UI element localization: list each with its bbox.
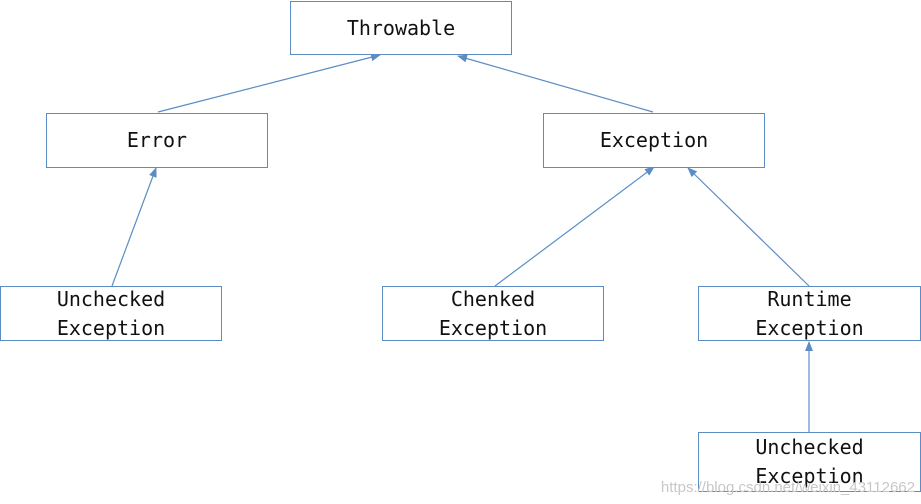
node-checked-line-1: Chenked [450, 286, 536, 311]
node-throwable: Throwable [290, 1, 512, 55]
edge-error-to-throwable [157, 53, 381, 113]
edge-checked-to-exception [494, 166, 655, 287]
watermark-text: https://blog.csdn.net/weixin_43112662 [660, 479, 915, 496]
node-throwable-label: Throwable [346, 15, 456, 40]
node-runtime-unchecked-line-1: Unchecked [755, 435, 864, 459]
node-runtime-unchecked-line-2: Exception [755, 464, 864, 488]
node-runtime-exception: Runtime Exception [698, 286, 921, 341]
node-exception: Exception [543, 113, 765, 168]
node-runtime-line-2: Exception [755, 315, 864, 340]
edge-runtime-to-exception [687, 167, 810, 287]
node-error: Error [46, 113, 268, 168]
node-checked-exception: Chenked Exception [382, 286, 604, 341]
edge-exception-to-throwable [457, 54, 654, 113]
edge-error-unchecked-to-error [111, 167, 157, 287]
node-runtime-unchecked-exception: Unchecked Exception [698, 432, 921, 492]
node-checked-line-2: Exception [438, 315, 548, 340]
node-error-label: Error [126, 128, 188, 152]
node-runtime-line-1: Runtime [767, 286, 852, 311]
node-error-unchecked-line-2: Exception [56, 315, 166, 340]
node-error-unchecked-exception: Unchecked Exception [0, 286, 222, 341]
node-exception-label: Exception [599, 128, 709, 152]
node-error-unchecked-line-1: Unchecked [56, 286, 166, 311]
